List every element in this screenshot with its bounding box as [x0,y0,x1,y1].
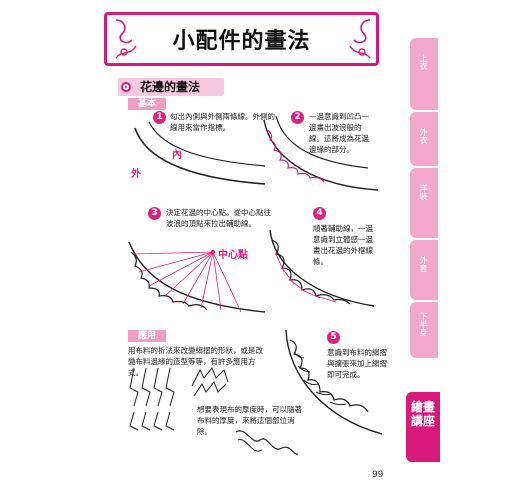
side-tab-2[interactable]: 外衣 [410,112,438,166]
step-text-1: 勾出內側與外側兩條線。外側的線用來當作指標。 [170,112,275,132]
side-tab-label-3: 洋裝 [419,184,428,200]
step1-curves [134,121,266,185]
label-center: 中心點 [218,250,248,261]
section-heading: 花邊的畫法 [140,80,201,94]
step-text-5: 意識到布料的縐摺與擴張來加上縐摺即可完成。 [327,348,387,379]
step3-curves [128,241,266,313]
applied-text-2: 想要表現布的厚度時，可以隨著布料的厚度，來將這個部位消除。 [197,405,302,436]
step4-ruffle [269,229,375,307]
page-number: 99 [372,470,384,480]
side-tab-1[interactable]: 上衣 [410,38,438,110]
step-number-5: 5 [327,331,340,344]
page-title: 小配件的畫法 [172,29,311,54]
title-box: 小配件的畫法 [104,12,379,66]
applied-text-1: 用布料的折法來改變縐摺的形狀，或是改變布料邊緣的造型等等，有許多應用方式。 [128,346,263,377]
step-number-3: 3 [148,207,161,220]
side-tab-label-4: 外套 [419,256,428,272]
applied-sketch-pleats [191,367,229,397]
side-tab-active-label: 繪畫講座 [410,400,435,428]
tag-basic: 基本 [128,98,167,110]
step-number-2: 2 [291,111,304,124]
step-text-2: 一邊意識到凹凸一邊畫出波浪般的線。這將成為花邊邊緣的部分。 [309,112,369,154]
side-tab-label-5: 下半身 [419,312,428,336]
step-text-3: 決定花邊的中心點。從中心點往波浪的頂點來拉出輔助線。 [166,208,271,228]
step-number-1: 1 [153,111,166,124]
step2-curves [263,115,379,191]
side-tab-3[interactable]: 洋裝 [410,168,438,238]
label-inner: 內 [172,150,182,161]
step-text-4: 順著輔助線，一邊意識到立體感一邊畫出花邊的外框線條。 [313,224,373,266]
side-tab-5[interactable]: 下半身 [410,302,438,358]
ornament-left-icon [115,19,137,59]
tag-applied: 應用 [128,330,167,342]
ornament-right-icon [349,19,371,59]
applied-sketch-thick [235,430,299,455]
applied-sketch-folds [129,367,175,431]
side-tab-label-1: 上衣 [419,54,428,70]
side-tab-label-2: 外衣 [419,128,428,144]
section-heading-bg [118,78,224,96]
step5-ruffle [285,329,383,435]
step-number-4: 4 [313,207,326,220]
side-tab-4[interactable]: 外套 [410,240,438,300]
side-tab-active[interactable]: 繪畫講座 [406,392,440,462]
bullet-icon [121,82,131,92]
label-outer: 外 [131,169,141,180]
